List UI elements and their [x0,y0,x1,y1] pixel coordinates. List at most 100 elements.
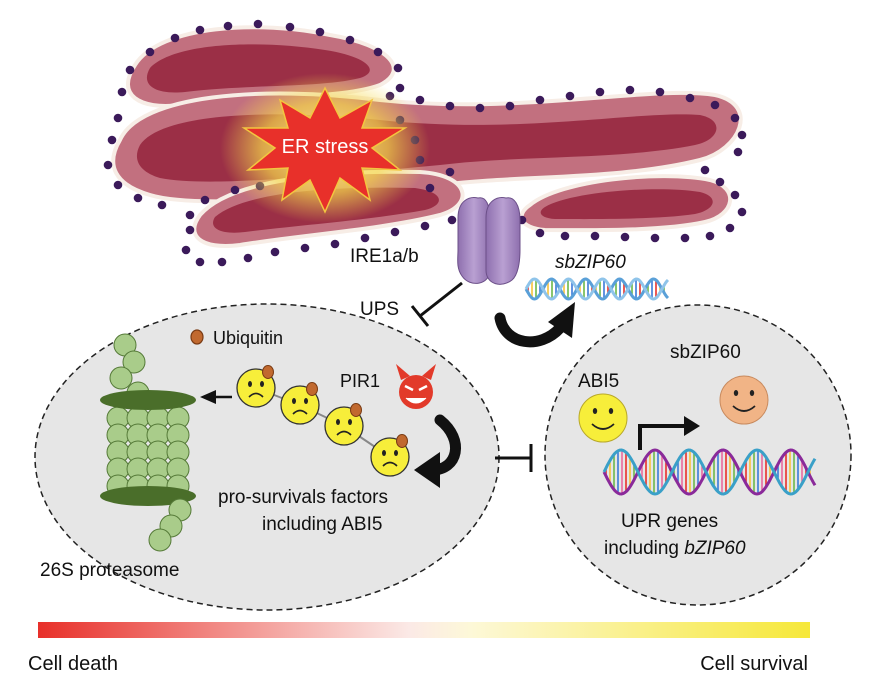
proteasome-label: 26S proteasome [40,560,179,581]
ribosome-dot [730,190,740,200]
ribosome-dot [133,193,143,203]
cell-death-label: Cell death [28,653,118,675]
ribosome-dot [625,85,635,95]
ribosome-dot [157,200,167,210]
ups-label: UPS [360,299,399,320]
dna-backbone [524,277,670,301]
pro-survival-label-line1: pro-survivals factors [218,487,388,508]
pir1-targeting-arrow [414,414,461,488]
sad-factor-eye [336,419,340,425]
ribosome-dot [395,83,405,93]
sad-factor-eye [382,450,386,456]
ups-inhibition-bar [410,305,430,327]
ribosome-dot [680,233,690,243]
sad-factor-eye [304,398,308,404]
ribosome-dot [217,257,227,267]
ribosome-dot [185,210,195,220]
ribosome-dot [710,100,720,110]
ribosome-dot [200,195,210,205]
ribosome-dot [737,207,747,217]
sbzip60-protein-label: sbZIP60 [670,342,741,363]
ribosome-dot [103,160,113,170]
ribosome-dot [445,101,455,111]
proteasome-bead [109,366,133,390]
ribosome-dot [195,25,205,35]
ribosome-dot [113,180,123,190]
ribosome-dot [715,177,725,187]
ribosome-dot [285,22,295,32]
sad-factor-mouth [292,409,308,415]
transcription-arrow [638,416,700,450]
ribosome-dot [270,247,280,257]
ire1-receptor [457,197,521,285]
sad-factor-mouth [336,430,352,436]
ribosome-dot [195,257,205,267]
ribosome-dot [650,233,660,243]
ribosome-dot [300,243,310,253]
sad-factor-eye [394,450,398,456]
ribosome-dot [595,87,605,97]
ribosome-dot [535,228,545,238]
ribosome-dot [535,95,545,105]
ribosome-dot [415,95,425,105]
ribosome-dot [725,223,735,233]
splicing-arrow [494,302,575,348]
ribosome-dot [420,221,430,231]
proteasome-ring [100,486,196,506]
sad-factor-icon [236,368,276,408]
pir1-label: PIR1 [340,371,380,391]
chain-link [255,387,391,458]
ribosome-dot [475,103,485,113]
ribosome-dot [655,87,665,97]
ribosome-dot [425,183,435,193]
ribosome-dot [685,93,695,103]
proteasome-26s [100,333,196,552]
ribosome-dot [125,65,135,75]
sad-factor-eye [248,381,252,387]
sad-factor-mouth [382,461,398,467]
ribosome-dot [390,227,400,237]
ribosome-dot [737,130,747,140]
ribosome-dot [117,87,127,97]
upr-genes-label-italic: bZIP60 [684,538,746,559]
ubiquitin-label: Ubiquitin [213,328,283,348]
sad-factor-icon [324,406,364,446]
er-stress-burst: ER stress [220,73,430,223]
ribosome-dot [447,215,457,225]
proteasome-ring [100,390,196,410]
upr-genes-label-line1: UPR genes [621,511,718,532]
upr-genes-label-line2: including bZIP60 [604,538,746,559]
ribosome-dot [170,33,180,43]
ribosome-dot [373,47,383,57]
ribosome-dot [145,47,155,57]
dna-backbone [602,448,817,496]
ubiquitin-tag [396,434,408,448]
sbzip60-gene-label: sbZIP60 [555,252,626,273]
upr-genes-label-plain: including [604,538,684,559]
sad-factor-mouth [248,392,264,398]
ribosome-dot [253,19,263,29]
sad-factor-eye [260,381,264,387]
proteasome-bead [148,528,172,552]
ribosome-dot [505,101,515,111]
ribosome-dot [243,253,253,263]
ubiquitin-tag [262,365,274,379]
ribosome-dot [185,225,195,235]
sad-factor-eye [292,398,296,404]
cell-survival-label: Cell survival [700,653,808,675]
fate-gradient-bar [38,622,810,638]
ribosome-dot [107,135,117,145]
abi5-smiley-icon [578,393,628,443]
dna-backbone [602,448,817,496]
proteasome-bead [122,350,146,374]
ribosome-dot [330,239,340,249]
ubiquitin-tag [350,403,362,417]
ribosome-dot [733,147,743,157]
pro-survival-label-line2: including ABI5 [262,514,382,535]
ribosome-dot [223,21,233,31]
ribosome-dot [360,233,370,243]
pir1-devil-icon [396,364,436,409]
degradation-arrow [200,390,232,404]
ribosome-dot [705,231,715,241]
